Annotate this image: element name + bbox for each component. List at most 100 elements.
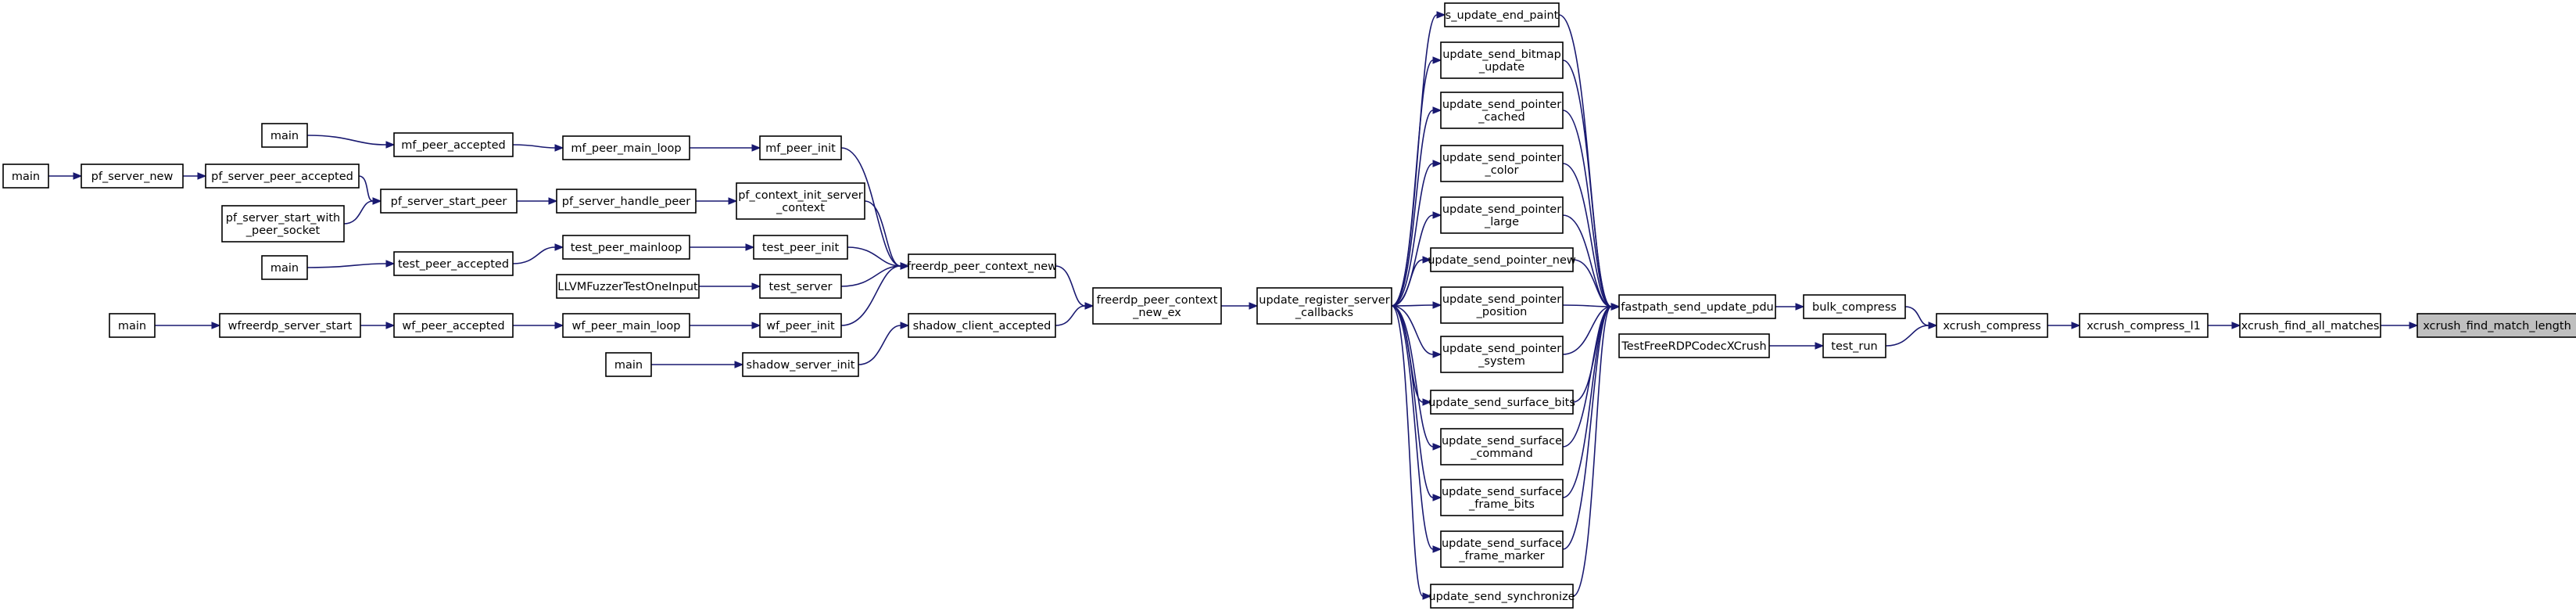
node-label: update_send_synchronize: [1428, 591, 1575, 603]
node-shadow-server-init[interactable]: shadow_server_init: [742, 352, 859, 377]
node-xcrush-compress[interactable]: xcrush_compress: [1936, 313, 2048, 338]
edge-mf-peer-main-loop-to-mf-peer-init: [689, 144, 761, 152]
node-update-send-surface-frame-marker[interactable]: update_send_surface_frame_marker: [1440, 530, 1564, 568]
node-test-peer-init[interactable]: test_peer_init: [753, 235, 848, 260]
node-update-send-synchronize[interactable]: update_send_synchronize: [1428, 584, 1575, 609]
node-label: mf_peer_accepted: [401, 139, 506, 152]
node-xcrush-find-all-matches[interactable]: xcrush_find_all_matches: [2239, 313, 2381, 338]
node-update-send-pointer-new[interactable]: update_send_pointer_new: [1428, 247, 1576, 272]
node-mf-peer-accepted[interactable]: mf_peer_accepted: [393, 132, 514, 157]
node-label: LLVMFuzzerTestOneInput: [557, 281, 698, 293]
node-update-send-bitmap-update[interactable]: update_send_bitmap_update: [1440, 41, 1564, 79]
node-label: xcrush_compress: [1943, 320, 2040, 332]
edge-xcrush-compress-to-xcrush-compress-l1: [2047, 322, 2081, 329]
edge-update-send-pointer-cached-to-fastpath-send-update-pdu: [1562, 110, 1621, 311]
node-label: _frame_marker: [1458, 550, 1544, 562]
node-xcrush-find-match-length[interactable]: xcrush_find_match_length: [2417, 313, 2576, 338]
node-label: update_send_pointer: [1442, 293, 1561, 306]
edge-main-pf-to-pf-server-new: [48, 172, 83, 180]
node-label: shadow_client_accepted: [913, 320, 1052, 332]
node-update-send-pointer-system[interactable]: update_send_pointer_system: [1440, 336, 1564, 373]
node-label: fastpath_send_update_pdu: [1621, 301, 1774, 314]
node-label: pf_server_peer_accepted: [211, 171, 353, 183]
node-label: freerdp_peer_context: [1097, 294, 1218, 307]
node-main-pf[interactable]: main: [2, 164, 49, 189]
node-update-send-surface-bits[interactable]: update_send_surface_bits: [1428, 390, 1575, 415]
node-label: xcrush_find_all_matches: [2241, 320, 2380, 332]
node-main-mf[interactable]: main: [261, 123, 308, 148]
node-label: pf_server_start_with: [226, 212, 341, 225]
node-label: freerdp_peer_context_new: [907, 261, 1057, 273]
edge-update-register-server-callbacks-to-update-send-surface-frame-marker: [1391, 305, 1442, 553]
edge-main-mf-to-mf-peer-accepted: [306, 135, 396, 149]
node-test-free-rdpcodec-xcrush[interactable]: TestFreeRDPCodecXCrush: [1618, 333, 1770, 358]
node-label: _context: [776, 202, 825, 214]
node-label: test_run: [1831, 340, 1877, 353]
node-update-register-server-callbacks[interactable]: update_register_server_callbacks: [1256, 287, 1392, 325]
node-update-send-surface-command[interactable]: update_send_surface_command: [1440, 428, 1564, 465]
node-freerdp-peer-context-new-ex[interactable]: freerdp_peer_context_new_ex: [1092, 287, 1222, 325]
edge-test-run-to-xcrush-compress: [1885, 322, 1938, 347]
node-update-send-pointer-color[interactable]: update_send_pointer_color: [1440, 145, 1564, 182]
node-label: update_send_pointer: [1442, 99, 1561, 111]
node-test-server[interactable]: test_server: [759, 274, 842, 299]
node-label: main: [12, 171, 40, 183]
node-label: update_send_pointer_new: [1428, 254, 1576, 267]
node-wf-peer-main-loop[interactable]: wf_peer_main_loop: [562, 313, 690, 338]
edge-pf-server-start-with-peer-socket-to-pf-server-start-peer: [343, 197, 382, 225]
node-label: mf_peer_main_loop: [571, 142, 681, 155]
edge-freerdp-peer-context-new-to-freerdp-peer-context-new-ex: [1055, 265, 1095, 310]
node-label: wf_peer_accepted: [402, 320, 504, 332]
node-update-send-pointer-large[interactable]: update_send_pointer_large: [1440, 196, 1564, 234]
node-label: shadow_server_init: [747, 359, 855, 372]
node-pf-server-new[interactable]: pf_server_new: [81, 164, 184, 189]
node-s-update-end-paint[interactable]: s_update_end_paint: [1444, 2, 1560, 27]
node-label: pf_context_init_server: [738, 189, 863, 202]
node-bulk-compress[interactable]: bulk_compress: [1803, 294, 1906, 319]
node-label: _new_ex: [1132, 307, 1181, 319]
node-shadow-client-accepted[interactable]: shadow_client_accepted: [908, 313, 1056, 338]
node-fastpath-send-update-pdu[interactable]: fastpath_send_update_pdu: [1618, 294, 1776, 319]
edge-main-test-to-test-peer-accepted: [306, 260, 396, 268]
node-pf-server-start-peer[interactable]: pf_server_start_peer: [380, 189, 518, 214]
node-test-peer-mainloop[interactable]: test_peer_mainloop: [562, 235, 690, 260]
node-wfreerdp-server-start[interactable]: wfreerdp_server_start: [219, 313, 361, 338]
node-update-send-pointer-position[interactable]: update_send_pointer_position: [1440, 286, 1564, 324]
node-test-run[interactable]: test_run: [1822, 333, 1886, 358]
node-main-wf[interactable]: main: [109, 313, 156, 338]
node-test-peer-accepted[interactable]: test_peer_accepted: [393, 251, 514, 276]
node-xcrush-compress-l1[interactable]: xcrush_compress_l1: [2079, 313, 2209, 338]
node-main-shadow[interactable]: main: [605, 352, 652, 377]
edge-wfreerdp-server-start-to-wf-peer-accepted: [360, 322, 396, 329]
node-pf-context-init-server-context[interactable]: pf_context_init_server_context: [736, 182, 865, 220]
node-mf-peer-init[interactable]: mf_peer_init: [759, 135, 842, 160]
edge-main-wf-to-wfreerdp-server-start: [154, 322, 221, 329]
edge-update-register-server-callbacks-to-update-send-pointer-color: [1391, 160, 1442, 307]
node-pf-server-start-with-peer-socket[interactable]: pf_server_start_with_peer_socket: [221, 205, 345, 243]
edge-update-register-server-callbacks-to-update-send-pointer-cached: [1391, 106, 1442, 307]
node-label: xcrush_find_match_length: [2423, 320, 2571, 332]
node-label: main: [270, 130, 299, 142]
node-pf-server-handle-peer[interactable]: pf_server_handle_peer: [556, 189, 697, 214]
node-label: s_update_end_paint: [1446, 9, 1559, 22]
edge-test-peer-accepted-to-test-peer-mainloop: [512, 243, 564, 264]
node-label: _peer_socket: [245, 225, 321, 237]
node-label: pf_server_handle_peer: [562, 196, 690, 208]
node-update-send-surface-frame-bits[interactable]: update_send_surface_frame_bits: [1440, 479, 1564, 516]
node-wf-peer-accepted[interactable]: wf_peer_accepted: [393, 313, 514, 338]
node-freerdp-peer-context-new[interactable]: freerdp_peer_context_new: [907, 253, 1057, 279]
node-wf-peer-init[interactable]: wf_peer_init: [759, 313, 842, 338]
node-mf-peer-main-loop[interactable]: mf_peer_main_loop: [562, 135, 690, 160]
node-label: _update: [1478, 61, 1524, 74]
node-label: pf_server_new: [91, 171, 174, 183]
node-llvmfuzzer-test-one-input[interactable]: LLVMFuzzerTestOneInput: [556, 274, 700, 299]
edges-layer: [48, 11, 2419, 600]
edge-update-send-surface-frame-marker-to-fastpath-send-update-pdu: [1562, 303, 1621, 550]
node-pf-server-peer-accepted[interactable]: pf_server_peer_accepted: [205, 164, 360, 189]
node-update-send-pointer-cached[interactable]: update_send_pointer_cached: [1440, 92, 1564, 129]
edge-update-send-bitmap-update-to-fastpath-send-update-pdu: [1562, 59, 1621, 311]
edge-llvmfuzzer-test-one-input-to-test-server: [699, 282, 761, 290]
edge-pf-server-new-to-pf-server-peer-accepted: [182, 172, 207, 180]
node-label: bulk_compress: [1812, 301, 1897, 314]
node-main-test[interactable]: main: [261, 255, 308, 280]
